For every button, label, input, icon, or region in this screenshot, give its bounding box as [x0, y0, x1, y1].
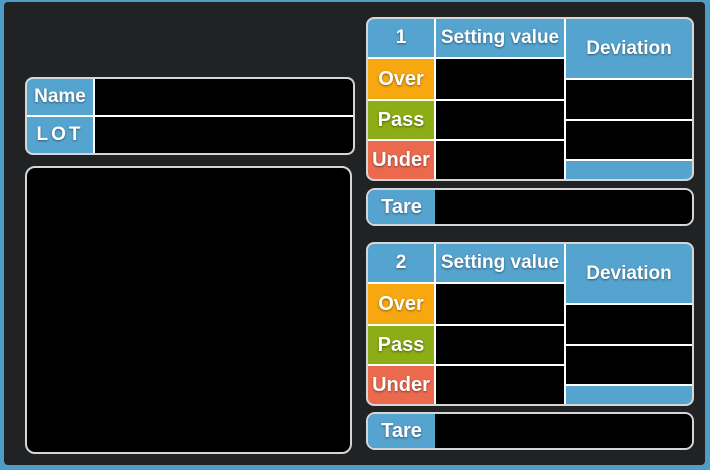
panel-2-over-label: Over — [368, 284, 434, 324]
panel-1-pass-setting-field[interactable] — [436, 101, 564, 139]
panel-1-under-label: Under — [368, 141, 434, 179]
tare-group-1: Tare — [366, 188, 694, 226]
tare-2-label: Tare — [368, 414, 435, 448]
panel-1-number: 1 — [368, 19, 434, 57]
panel-2-setting-value-header: Setting value — [436, 244, 564, 282]
panel-2-under-setting-field[interactable] — [436, 366, 564, 404]
name-label: Name — [27, 79, 93, 115]
panel-2-pass-setting-field[interactable] — [436, 326, 564, 364]
tare-group-2: Tare — [366, 412, 694, 450]
panel-1-under-setting-field[interactable] — [436, 141, 564, 179]
panel-1-deviation-lower-field[interactable] — [566, 121, 692, 159]
tare-1-label: Tare — [368, 190, 435, 224]
panel-1-deviation-upper-field[interactable] — [566, 80, 692, 119]
panel-2-deviation-lower-field[interactable] — [566, 346, 692, 384]
name-field[interactable] — [95, 79, 353, 115]
panel-2-deviation-footer-strip — [566, 386, 692, 404]
panel-1-over-label: Over — [368, 59, 434, 99]
panel-1-over-setting-field[interactable] — [436, 59, 564, 99]
panel-1-deviation-footer-strip — [566, 161, 692, 179]
lot-label: LOT — [27, 117, 93, 153]
panel-1-setting-value-header: Setting value — [436, 19, 564, 57]
panel-2-over-setting-field[interactable] — [436, 284, 564, 324]
panel-2-under-label: Under — [368, 366, 434, 404]
panel-2-number: 2 — [368, 244, 434, 282]
tare-2-field[interactable] — [435, 414, 692, 448]
tare-1-field[interactable] — [435, 190, 692, 224]
main-display-panel — [25, 166, 352, 454]
panel-1-deviation-header: Deviation — [566, 19, 692, 78]
product-info-group: Name LOT — [25, 77, 355, 155]
panel-2-pass-label: Pass — [368, 326, 434, 364]
panel-2-deviation-header: Deviation — [566, 244, 692, 303]
limits-panel-1: 1 Setting value Deviation Over Pass Unde… — [366, 17, 694, 181]
screen-background: Name LOT 1 Setting value Deviation Over … — [4, 2, 705, 465]
panel-1-pass-label: Pass — [368, 101, 434, 139]
lot-field[interactable] — [95, 117, 353, 153]
limits-panel-2: 2 Setting value Deviation Over Pass Unde… — [366, 242, 694, 406]
panel-2-deviation-upper-field[interactable] — [566, 305, 692, 344]
